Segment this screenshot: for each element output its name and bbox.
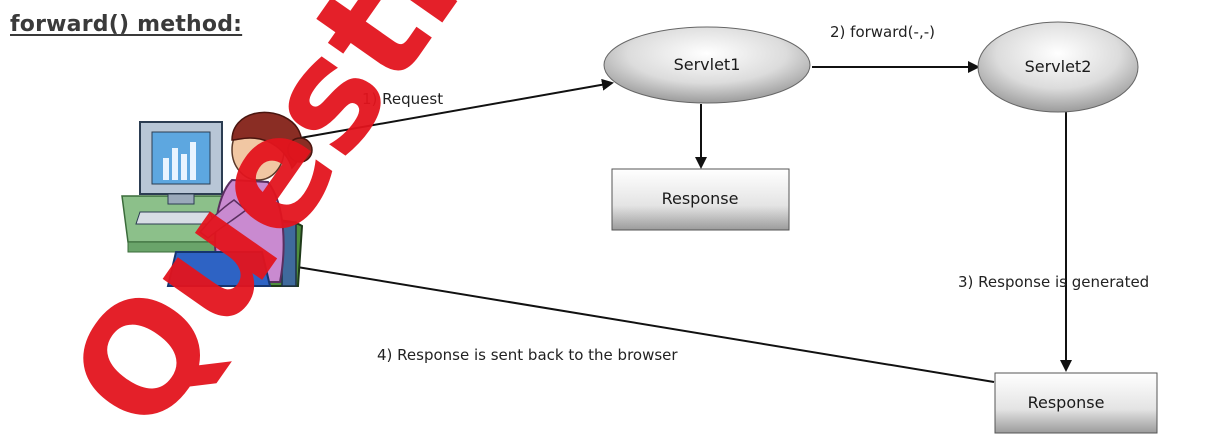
response-box-top: Response (611, 168, 790, 231)
response-top-label: Response (662, 189, 739, 208)
user-at-computer-icon (121, 111, 313, 287)
response-bottom-label: Response (1028, 393, 1105, 412)
request-arrow (299, 78, 614, 139)
servlet2-node: Servlet2 (977, 21, 1139, 113)
sent-back-label: 4) Response is sent back to the browser (377, 346, 678, 364)
response-box-bottom: Response (994, 372, 1158, 434)
servlet1-label: Servlet1 (674, 55, 741, 74)
request-label: 1) Request (362, 90, 443, 108)
response-back-arrow (283, 260, 995, 383)
forward-label: 2) forward(-,-) (830, 23, 935, 41)
servlet1-node: Servlet1 (603, 26, 811, 104)
servlet2-label: Servlet2 (1025, 57, 1092, 76)
generated-label: 3) Response is generated (958, 273, 1149, 291)
diagram-title: forward() method: (10, 12, 243, 37)
